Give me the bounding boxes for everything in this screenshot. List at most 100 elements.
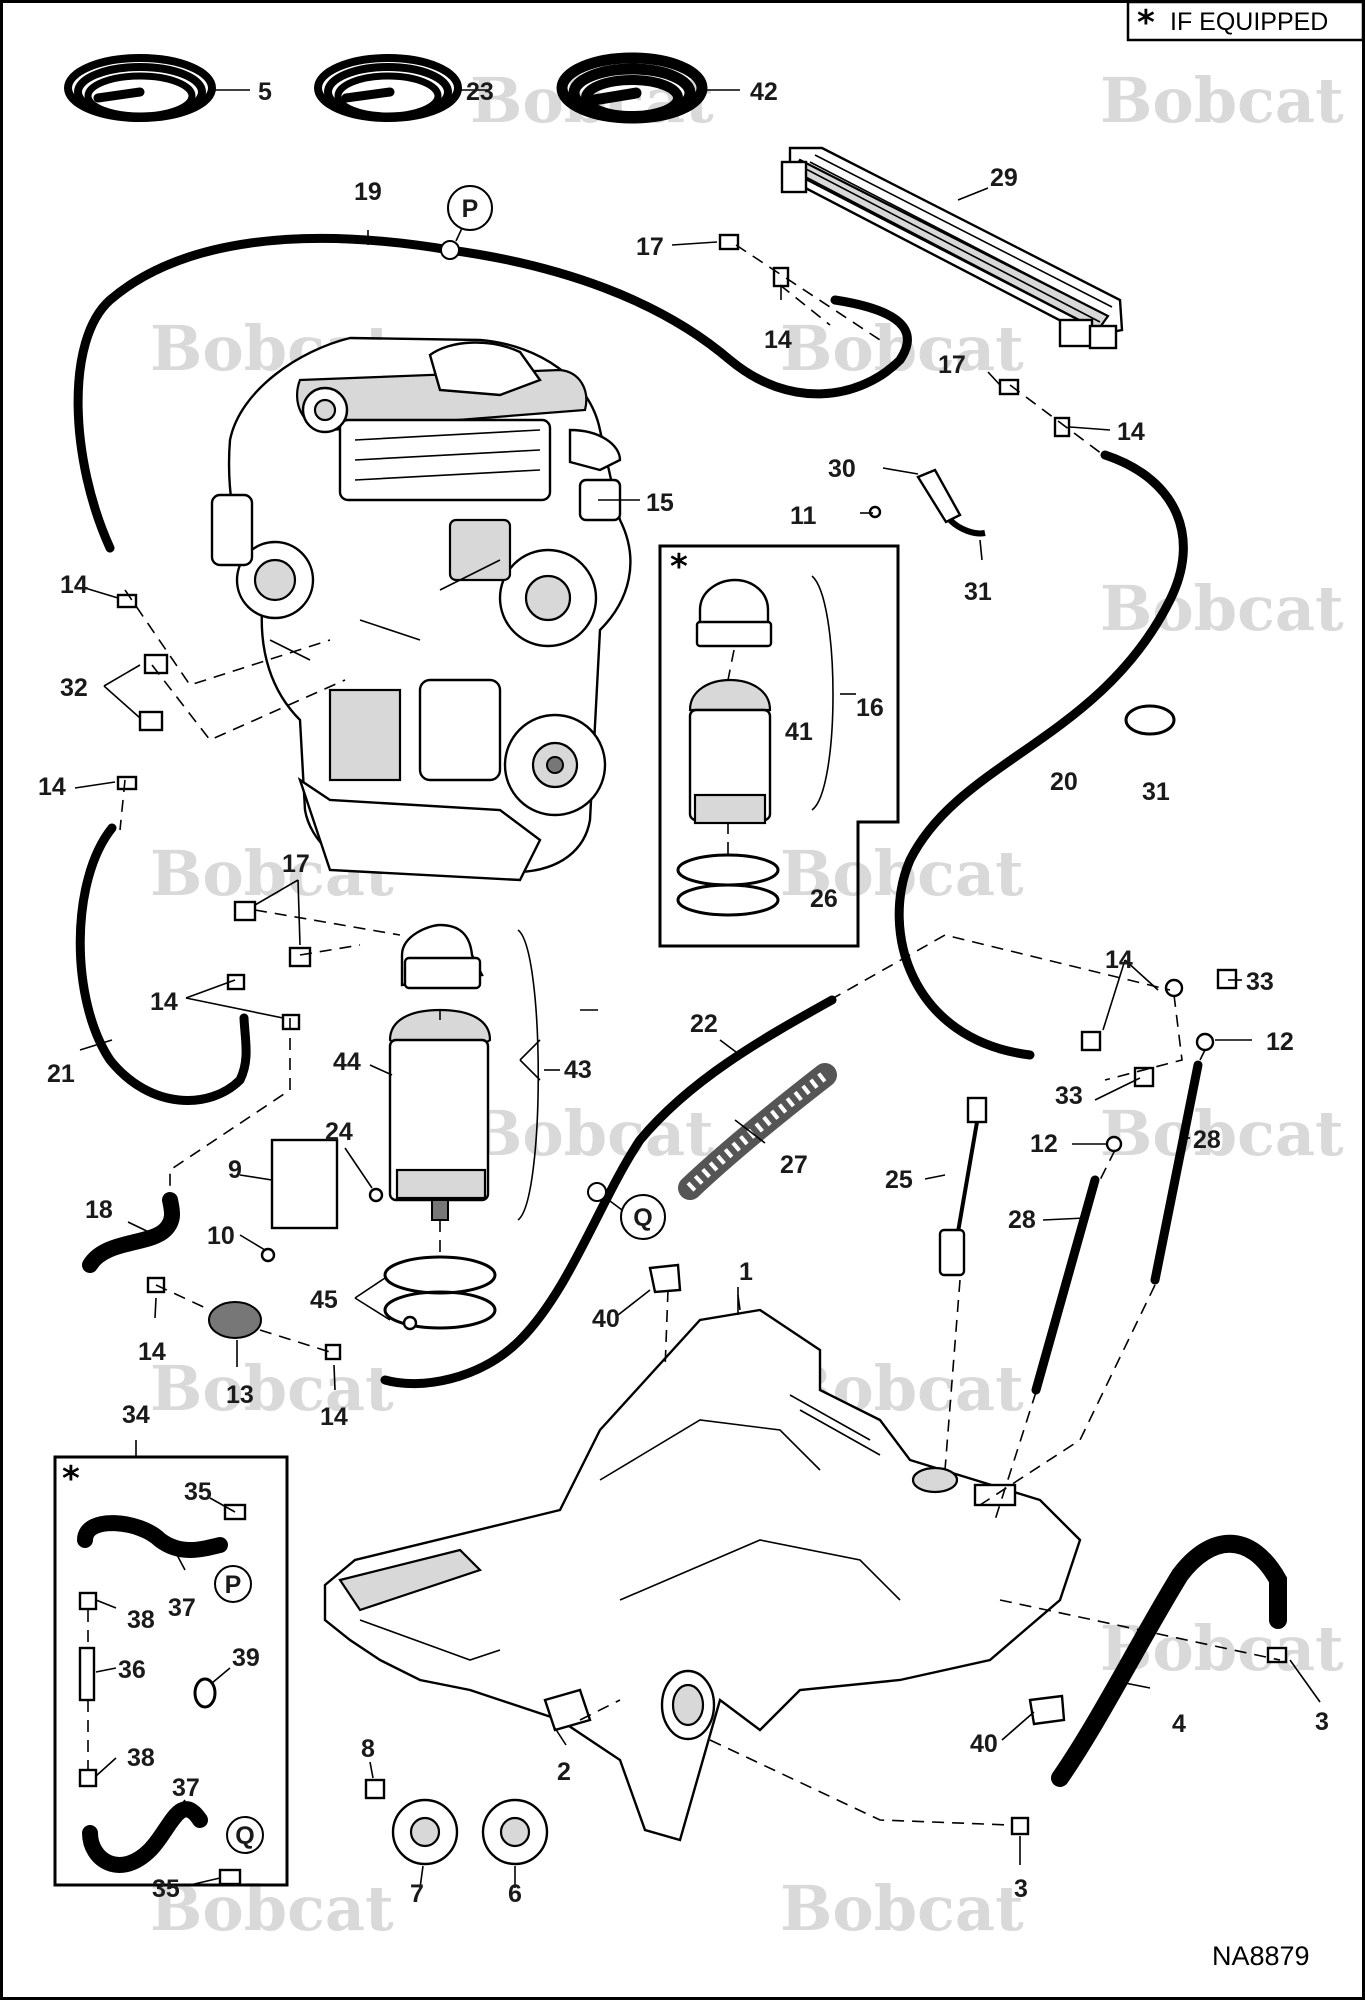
watermark: Bobcat	[150, 1872, 394, 1945]
hose-clamp	[324, 1343, 342, 1361]
hose-coil-23	[314, 54, 462, 122]
fuel-sender-head	[966, 1096, 988, 1124]
fitting-8	[364, 1778, 386, 1800]
callout-45: 45	[310, 1286, 338, 1314]
marker-q: Q	[235, 1822, 254, 1850]
callout-6: 6	[508, 1880, 522, 1908]
callout-14: 14	[150, 988, 178, 1016]
callout-30: 30	[828, 455, 856, 483]
marker-q: Q	[633, 1204, 652, 1232]
equipped-text: IF EQUIPPED	[1170, 8, 1328, 36]
callout-35: 35	[152, 1875, 180, 1903]
callout-25: 25	[885, 1166, 913, 1194]
elbow-fitting	[143, 653, 169, 675]
callout-28: 28	[1193, 1126, 1221, 1154]
hose-clamp	[1266, 1646, 1288, 1664]
elbow-fitting	[138, 710, 164, 732]
callout-37: 37	[172, 1774, 200, 1802]
watermark: Bobcat	[150, 1352, 394, 1425]
callout-33: 33	[1055, 1082, 1083, 1110]
marker-p: P	[462, 195, 479, 223]
fuel-filter-assembly	[383, 923, 497, 1331]
callout-14: 14	[138, 1338, 166, 1366]
callout-17: 17	[938, 351, 966, 379]
hose-clamp	[116, 775, 138, 791]
connection-point-p: P	[440, 185, 493, 260]
primer-bulb	[208, 1301, 262, 1339]
callout-14: 14	[60, 571, 88, 599]
callout-42: 42	[750, 78, 778, 106]
callout-14: 14	[1117, 418, 1145, 446]
callout-14: 14	[38, 773, 66, 801]
callout-40: 40	[970, 1730, 998, 1758]
callout-13: 13	[226, 1381, 254, 1409]
callout-21: 21	[47, 1060, 75, 1088]
callout-15: 15	[646, 489, 674, 517]
bolt	[260, 1247, 276, 1263]
elbow-fitting	[233, 900, 257, 922]
callout-35: 35	[184, 1478, 212, 1506]
watermark: Bobcat	[780, 1872, 1024, 1945]
callout-1: 1	[739, 1258, 753, 1286]
callout-37: 37	[168, 1594, 196, 1622]
callout-14: 14	[1105, 946, 1133, 974]
elbow-fitting	[288, 946, 312, 968]
hose-coil-42	[556, 52, 708, 124]
callout-3: 3	[1014, 1875, 1028, 1903]
hose-4	[1051, 1534, 1287, 1787]
assembly-lines	[87, 244, 1281, 1826]
clip-40	[648, 1263, 682, 1294]
callout-16: 16	[856, 694, 884, 722]
hose-coil-5	[64, 54, 216, 122]
callout-4: 4	[1172, 1710, 1186, 1738]
vent-hose-28	[1031, 1175, 1100, 1395]
callout-36: 36	[118, 1656, 146, 1684]
callout-9: 9	[228, 1156, 242, 1184]
callout-3: 3	[1315, 1708, 1329, 1736]
vent-hose-28	[1150, 1060, 1203, 1285]
callout-26: 26	[810, 885, 838, 913]
kit-asterisk: *	[670, 547, 688, 587]
clip-40	[1028, 1694, 1066, 1726]
drawing-code: NA8879	[1212, 1941, 1310, 1971]
fuel-sender-float	[938, 1228, 966, 1277]
hose-18	[82, 1192, 180, 1273]
misc-parts	[82, 233, 1288, 1866]
fuel-hose-19	[73, 233, 912, 553]
watermark: Bobcat	[1100, 572, 1344, 645]
callout-44: 44	[333, 1048, 361, 1076]
callout-22: 22	[690, 1010, 718, 1038]
callout-39: 39	[232, 1644, 260, 1672]
nut	[368, 1187, 384, 1203]
elbow-fitting	[718, 233, 740, 251]
callout-29: 29	[990, 164, 1018, 192]
clamp-31	[1124, 704, 1176, 736]
engine	[210, 336, 632, 882]
bolt-11	[868, 505, 882, 519]
callout-23: 23	[466, 78, 494, 106]
callout-12: 12	[1030, 1130, 1058, 1158]
leader-lines	[74, 230, 1321, 1889]
group-brace-43	[517, 929, 540, 1221]
connection-point-q: Q	[587, 1182, 666, 1240]
callout-31: 31	[1142, 778, 1170, 806]
callout-19: 19	[354, 178, 382, 206]
callout-28: 28	[1008, 1206, 1036, 1234]
hose-clamp	[1080, 1030, 1102, 1052]
hose-clamp	[1053, 416, 1071, 438]
callout-41: 41	[785, 718, 813, 746]
callout-24: 24	[325, 1118, 353, 1146]
callout-33: 33	[1246, 968, 1274, 996]
fuel-hose-22	[380, 995, 837, 1389]
callout-labels: 1 2 3 3 4 5 6 7 8 9 10 11 12 12 13 14 14…	[38, 78, 1329, 1908]
watermark: Bobcat	[470, 1097, 714, 1170]
callout-43: 43	[564, 1056, 592, 1084]
callout-14: 14	[764, 326, 792, 354]
strap-30	[916, 468, 962, 524]
callout-38: 38	[127, 1744, 155, 1772]
filler-neck-adapter	[543, 1688, 592, 1732]
elbow-fitting	[1216, 968, 1238, 990]
watermark: Bobcat	[1100, 1097, 1344, 1170]
fuel-hose-21	[75, 823, 251, 1105]
